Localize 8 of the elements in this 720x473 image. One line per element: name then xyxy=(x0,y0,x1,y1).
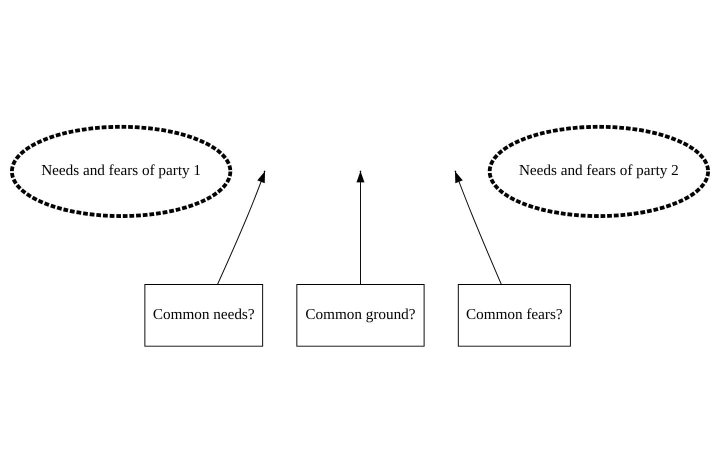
node-box: Common fears? xyxy=(458,284,571,347)
node-ellipse: Needs and fears of party 1 xyxy=(10,124,232,218)
node-box: Common needs? xyxy=(144,284,264,347)
arrow xyxy=(454,171,502,285)
arrow xyxy=(356,171,364,285)
node-ellipse: Needs and fears of party 2 xyxy=(488,124,710,218)
arrow xyxy=(217,171,266,285)
node-box: Common ground? xyxy=(296,284,425,347)
